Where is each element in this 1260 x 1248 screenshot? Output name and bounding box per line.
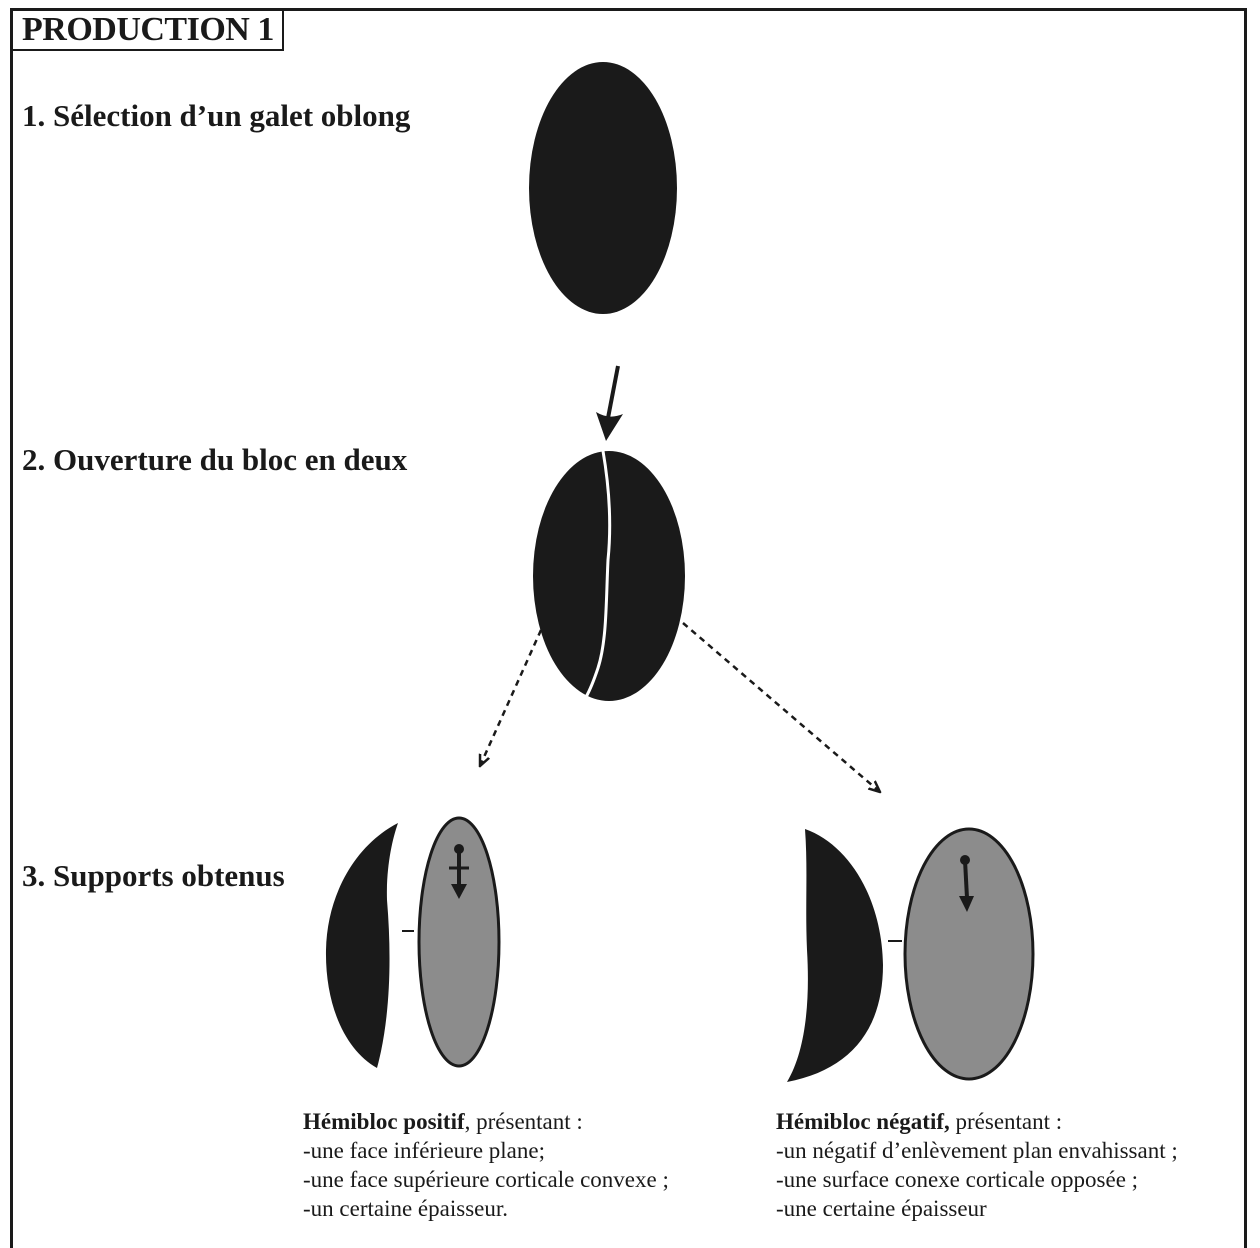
caption-negative-hemiblock: Hémibloc négatif, présentant : -un négat…	[776, 1107, 1178, 1223]
negative-hemiblock-face	[903, 827, 1035, 1081]
impact-point-arrow-positive	[449, 844, 469, 899]
caption-positive-hemiblock: Hémibloc positif, présentant : -une face…	[303, 1107, 669, 1223]
caption-negative-line: -une surface conexe corticale opposée ;	[776, 1167, 1139, 1192]
impact-point-arrow-negative	[959, 855, 974, 912]
caption-negative-line: -un négatif d’enlèvement plan envahissan…	[776, 1138, 1178, 1163]
caption-positive-heading-rest: , présentant :	[464, 1109, 583, 1134]
step-1-label: 1. Sélection d’un galet oblong	[22, 98, 411, 133]
dashed-arrow-right	[682, 622, 880, 792]
oblong-pebble	[529, 62, 677, 314]
caption-negative-heading: Hémibloc négatif,	[776, 1109, 950, 1134]
dashed-arrow-left	[480, 629, 543, 766]
split-block	[533, 451, 685, 701]
caption-positive-line: -un certaine épaisseur.	[303, 1196, 508, 1221]
step-2-label: 2. Ouverture du bloc en deux	[22, 442, 408, 477]
negative-hemiblock-profile	[787, 829, 883, 1082]
fracture-line	[584, 450, 612, 698]
figure-frame	[10, 8, 1247, 1248]
step-3-label: 3. Supports obtenus	[22, 858, 285, 893]
caption-negative-line: -une certaine épaisseur	[776, 1196, 987, 1221]
percussion-arrow	[596, 365, 623, 441]
figure-title: PRODUCTION 1	[10, 8, 284, 51]
caption-negative-heading-rest: présentant :	[949, 1109, 1063, 1134]
caption-positive-line: -une face supérieure corticale convexe ;	[303, 1167, 669, 1192]
caption-positive-heading: Hémibloc positif	[303, 1109, 465, 1134]
caption-positive-line: -une face inférieure plane;	[303, 1138, 545, 1163]
positive-hemiblock-profile	[325, 823, 398, 1068]
positive-hemiblock-face	[417, 816, 501, 1068]
